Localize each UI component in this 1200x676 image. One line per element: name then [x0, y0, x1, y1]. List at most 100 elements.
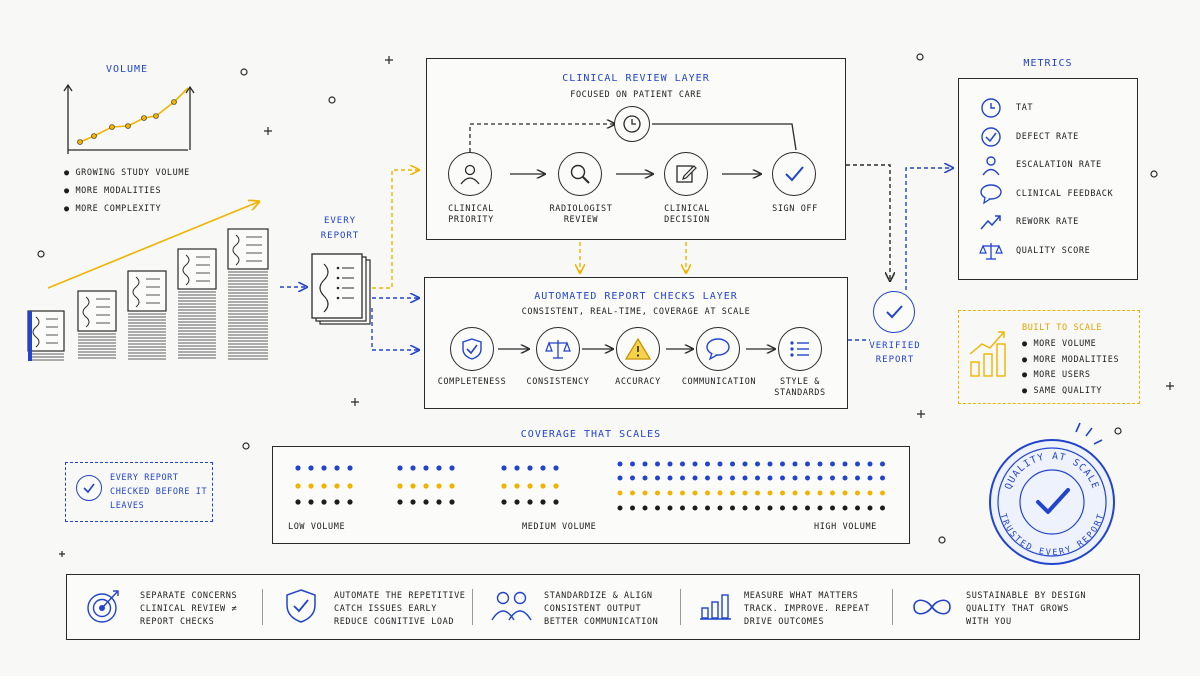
coverage-dot — [817, 475, 823, 481]
metric-item: REWORK RATE — [980, 208, 1113, 237]
step-radiologist-review: RADIOLOGIST REVIEW — [549, 204, 613, 225]
built-to-scale-list: BUILT TO SCALE ● MORE VOLUME ● MORE MODA… — [1022, 321, 1119, 400]
shield-check-icon — [450, 327, 494, 371]
coverage-dot — [805, 490, 810, 496]
coverage-dot — [742, 505, 748, 511]
volume-bullet: ● GROWING STUDY VOLUME — [64, 168, 190, 178]
metrics-list: TAT DEFECT RATE ESCALATION RATE CLINICAL… — [979, 94, 1113, 266]
coverage-dot — [717, 461, 723, 467]
coverage-dot — [410, 483, 416, 489]
coverage-dot — [553, 483, 559, 489]
report-stack — [27, 310, 65, 361]
coverage-dot — [705, 475, 710, 481]
coverage-dot — [867, 490, 873, 496]
coverage-dot — [553, 465, 559, 471]
coverage-dot — [514, 499, 520, 505]
coverage-dot — [449, 483, 455, 489]
coverage-dot — [514, 465, 520, 471]
clinical-layer-subtitle: FOCUSED ON PATIENT CARE — [570, 90, 702, 100]
magnifier-icon — [558, 152, 602, 196]
check-circle-icon — [76, 475, 102, 501]
trend-arrow-icon — [980, 215, 1001, 230]
coverage-dot — [423, 465, 429, 471]
check-consistency: CONSISTENCY — [526, 377, 590, 387]
coverage-dot — [642, 505, 648, 511]
coverage-dot — [817, 505, 823, 511]
clinical-flow-arrows — [469, 58, 797, 240]
coverage-dot — [792, 475, 798, 481]
scale-item: ● SAME QUALITY — [1022, 386, 1103, 397]
divider — [892, 589, 893, 625]
coverage-dot — [792, 505, 798, 511]
coverage-dot — [501, 483, 507, 489]
coverage-dot — [642, 475, 648, 481]
report-stack — [177, 248, 217, 359]
coverage-dot — [423, 483, 429, 489]
infinity-icon — [913, 599, 951, 615]
coverage-dot — [780, 490, 785, 496]
divider — [472, 589, 473, 625]
built-to-scale-title: BUILT TO SCALE — [1022, 323, 1103, 333]
metric-item: CLINICAL FEEDBACK — [980, 180, 1113, 209]
coverage-dot — [692, 475, 698, 481]
divider — [262, 589, 263, 625]
report-stack — [227, 228, 269, 360]
list-icon — [778, 327, 822, 371]
coverage-dot — [436, 483, 442, 489]
coverage-dot — [842, 461, 848, 467]
coverage-dot — [692, 490, 698, 496]
metric-item: QUALITY SCORE — [979, 237, 1113, 266]
coverage-dot — [780, 505, 785, 511]
clock-icon — [981, 98, 1001, 118]
stack-accent — [28, 311, 32, 361]
coverage-dot — [817, 461, 823, 467]
check-communication: COMMUNICATION — [681, 377, 757, 387]
coverage-dot — [855, 461, 860, 467]
coverage-dot — [680, 505, 685, 511]
coverage-dot — [655, 505, 660, 511]
shield-check-icon — [286, 589, 316, 623]
built-to-scale-panel — [958, 310, 1140, 404]
check-completeness: COMPLETENESS — [437, 377, 507, 387]
coverage-dot — [667, 490, 673, 496]
coverage-dot — [655, 475, 660, 481]
coverage-dot — [642, 461, 648, 467]
coverage-dot — [436, 499, 442, 505]
step-clinical-decision: CLINICAL DECISION — [664, 204, 710, 225]
clinical-layer-title: CLINICAL REVIEW LAYER — [562, 73, 710, 84]
verified-check-icon — [873, 291, 915, 333]
coverage-dot — [540, 483, 546, 489]
coverage-dot — [855, 490, 860, 496]
metric-item: ESCALATION RATE — [980, 151, 1113, 180]
coverage-dot — [397, 465, 403, 471]
metric-item: DEFECT RATE — [980, 123, 1113, 152]
coverage-dot — [617, 461, 623, 467]
coverage-dot — [805, 505, 810, 511]
every-report-document — [311, 253, 371, 325]
report-stack — [77, 290, 117, 359]
coverage-dot — [642, 490, 648, 496]
coverage-dot — [321, 499, 327, 505]
coverage-dot — [540, 465, 546, 471]
report-stacks — [27, 228, 269, 361]
coverage-dot — [705, 505, 710, 511]
person-icon — [982, 156, 1000, 176]
step-clinical-priority: CLINICAL PRIORITY — [448, 204, 494, 225]
coverage-dot — [692, 505, 698, 511]
high-volume-label: HIGH VOLUME — [814, 522, 877, 532]
person-icon — [448, 152, 492, 196]
coverage-dot — [742, 461, 748, 467]
scale-item: ● MORE USERS — [1022, 370, 1091, 381]
warning-icon — [616, 327, 660, 371]
coverage-dot — [347, 499, 353, 505]
coverage-dot — [755, 505, 760, 511]
coverage-dot — [767, 461, 773, 467]
coverage-dot — [630, 475, 635, 481]
coverage-dot — [308, 465, 314, 471]
check-style-standards: STYLE & STANDARDS — [774, 377, 826, 398]
